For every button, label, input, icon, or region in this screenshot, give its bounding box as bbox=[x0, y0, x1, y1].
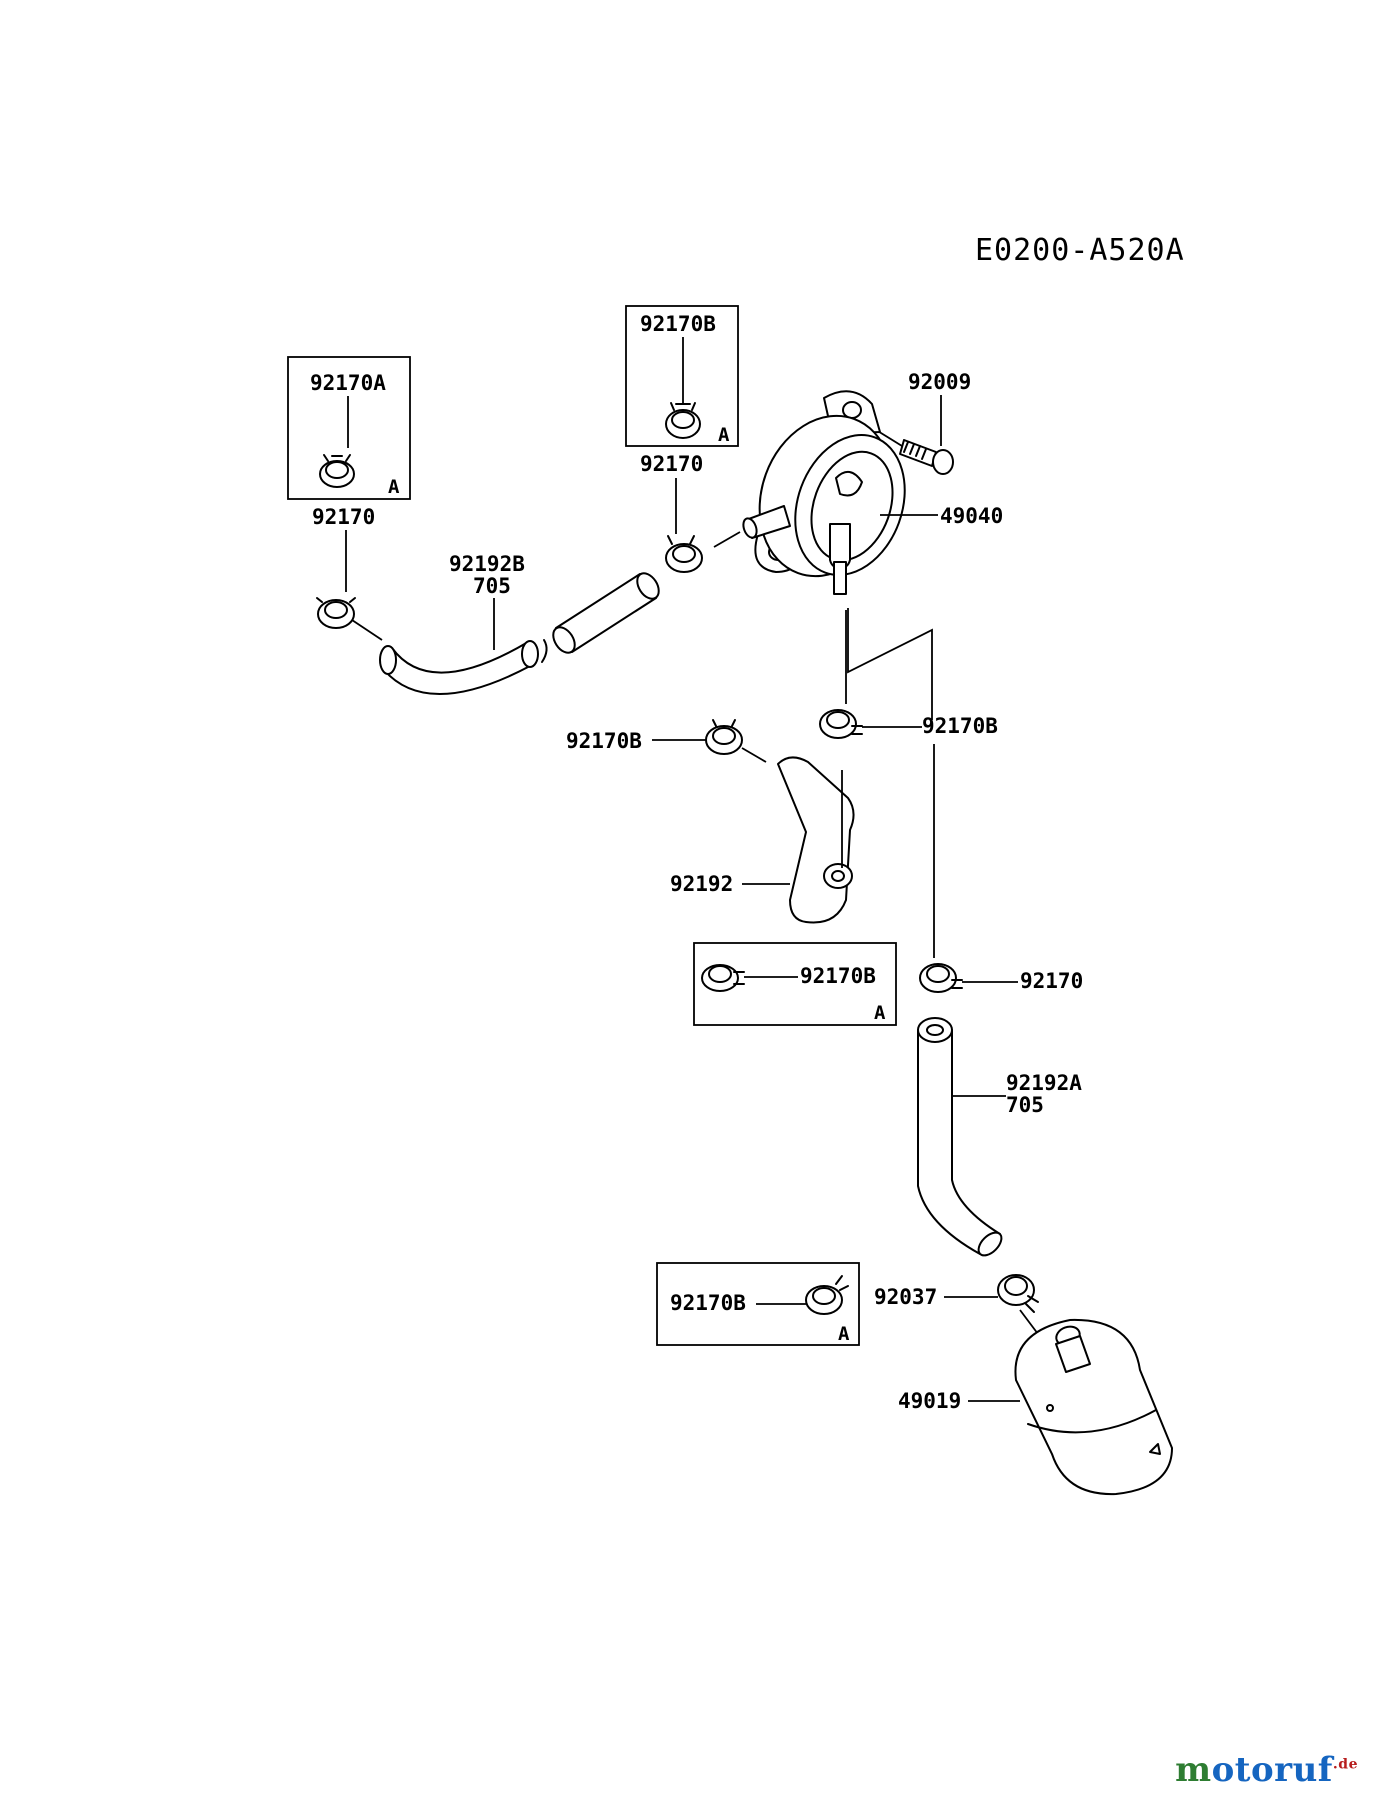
fuel-hose-92192b bbox=[379, 572, 660, 695]
label-92192a-qty: 705 bbox=[1006, 1093, 1044, 1117]
label-49019: 49019 bbox=[898, 1389, 961, 1413]
hose-clamp-icon bbox=[819, 709, 863, 739]
inset-box-92170b-bottom: 92170B A bbox=[656, 1262, 860, 1346]
watermark-tld: .de bbox=[1332, 1756, 1358, 1773]
hose-clamp-icon bbox=[705, 719, 743, 755]
label-92037: 92037 bbox=[874, 1285, 937, 1309]
label-92192b: 92192B bbox=[449, 552, 525, 576]
label-92170b-bottom: 92170B bbox=[670, 1291, 746, 1315]
hose-clamp-icon bbox=[701, 964, 745, 992]
inset-marker-a: A bbox=[838, 1323, 850, 1345]
label-49040: 49040 bbox=[940, 504, 1003, 528]
hose-clamp-icon bbox=[665, 535, 703, 573]
inset-marker-a: A bbox=[874, 1002, 886, 1024]
inset-box-92170b-top: 92170B A bbox=[625, 305, 739, 447]
label-92170-pump-inlet: 92170 bbox=[640, 452, 703, 476]
fuel-hose-92192 bbox=[777, 756, 855, 924]
label-92170b-mid: 92170B bbox=[800, 964, 876, 988]
site-watermark: motoruf.de bbox=[1175, 1750, 1358, 1790]
inset-box-92170a: 92170A A bbox=[287, 356, 411, 500]
label-92170a: 92170A bbox=[310, 371, 386, 395]
fuel-pump-icon bbox=[742, 390, 906, 595]
label-92192: 92192 bbox=[670, 872, 733, 896]
inset-marker-a: A bbox=[718, 424, 730, 446]
label-92170b-top: 92170B bbox=[640, 312, 716, 336]
label-92192a: 92192A bbox=[1006, 1071, 1082, 1095]
label-92170-left: 92170 bbox=[312, 505, 375, 529]
diagram-code: E0200-A520A bbox=[975, 233, 1185, 268]
inset-box-92170b-mid: 92170B A bbox=[693, 942, 897, 1026]
hose-clamp-icon bbox=[805, 1275, 849, 1315]
watermark-m: m bbox=[1175, 1750, 1212, 1790]
bolt-icon bbox=[899, 439, 954, 475]
hose-clamp-icon bbox=[665, 402, 701, 439]
label-92170b-right: 92170B bbox=[922, 714, 998, 738]
hose-clamp-icon bbox=[997, 1274, 1039, 1313]
label-92009: 92009 bbox=[908, 370, 971, 394]
label-92192b-qty: 705 bbox=[473, 574, 511, 598]
hose-clamp-icon bbox=[919, 963, 963, 993]
hose-clamp-icon bbox=[316, 597, 356, 629]
hose-clamp-icon bbox=[319, 454, 355, 488]
label-92170b-left: 92170B bbox=[566, 729, 642, 753]
inset-marker-a: A bbox=[388, 476, 400, 498]
label-92170-lower: 92170 bbox=[1020, 969, 1083, 993]
fuel-filter-icon bbox=[1014, 1318, 1173, 1496]
fuel-hose-92192a bbox=[917, 1017, 1003, 1257]
watermark-name: otoruf bbox=[1211, 1750, 1333, 1790]
